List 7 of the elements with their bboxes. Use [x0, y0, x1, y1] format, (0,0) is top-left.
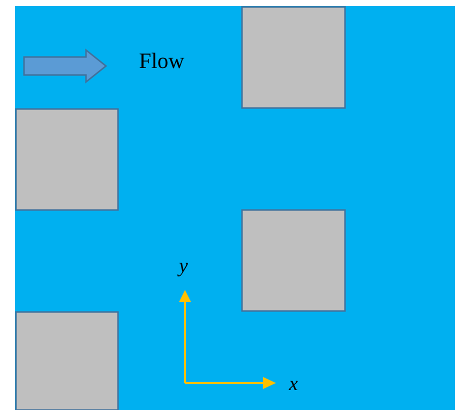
square-cylinder [241, 6, 346, 109]
square-cylinder [15, 108, 119, 211]
axis-label: x [289, 374, 298, 394]
square-cylinder [15, 311, 119, 410]
flow-label: Flow [139, 50, 184, 72]
square-cylinder [241, 209, 346, 312]
axis-label: y [179, 256, 188, 276]
